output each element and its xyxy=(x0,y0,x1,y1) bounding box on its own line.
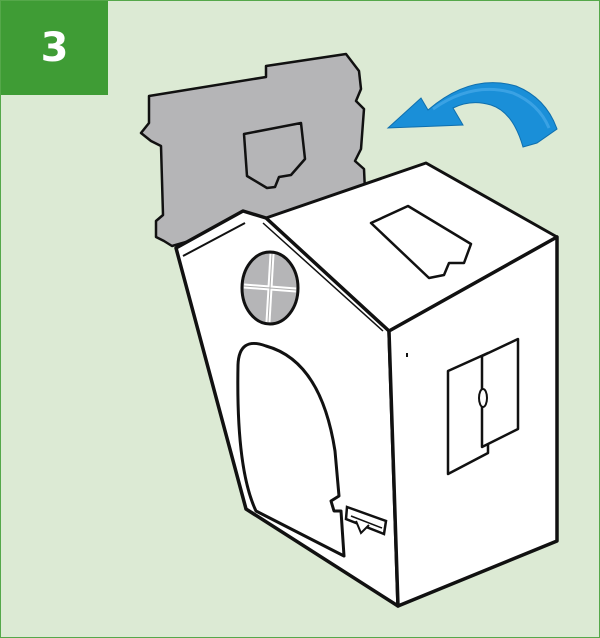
gable-trim-line xyxy=(182,222,246,257)
arched-door xyxy=(236,341,346,558)
gable-edge-line xyxy=(262,222,384,332)
roof-panel xyxy=(139,52,367,248)
cardboard-house xyxy=(174,161,559,608)
rotate-arrow-icon xyxy=(386,82,558,148)
mail-slot xyxy=(344,505,388,536)
step-number-badge: 3 xyxy=(1,1,108,95)
top-hatch xyxy=(369,204,473,280)
roof-window-cutout xyxy=(242,121,307,190)
round-window xyxy=(240,250,300,326)
side-window xyxy=(446,337,520,476)
